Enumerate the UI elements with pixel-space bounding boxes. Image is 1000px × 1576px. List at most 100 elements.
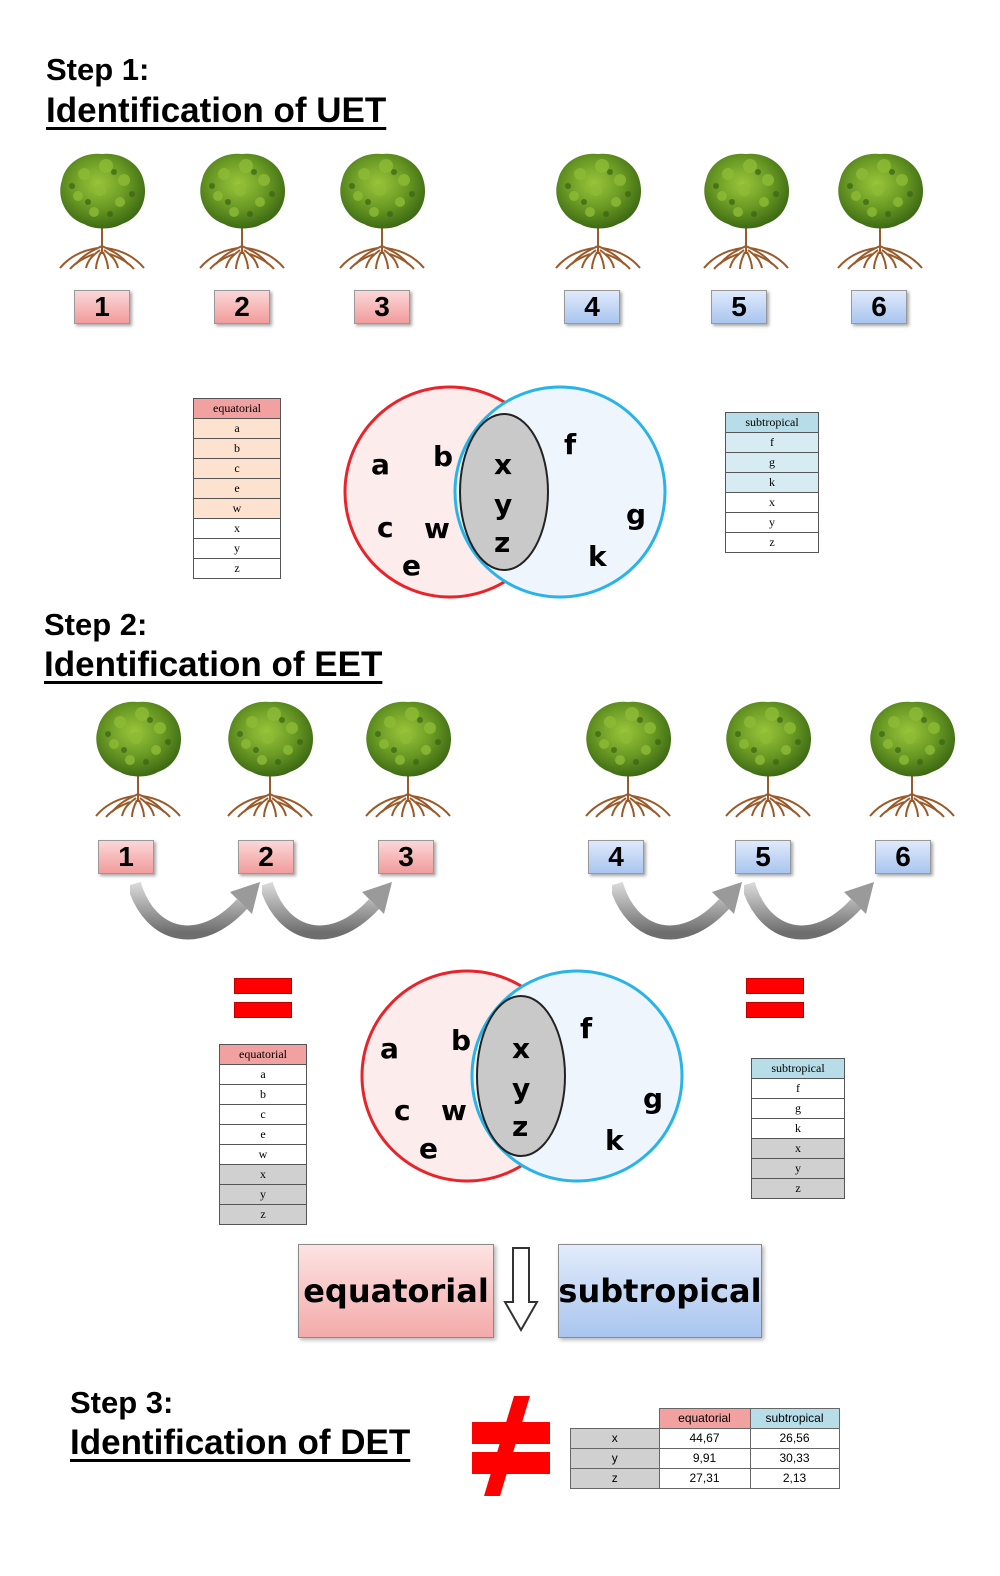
site-number-4: 4 <box>588 840 644 874</box>
table-cell: x <box>193 518 281 539</box>
equatorial-table: equatorial a b c e w x y z <box>219 1044 307 1225</box>
table-cell: w <box>193 498 281 519</box>
table-cell: b <box>219 1084 307 1105</box>
venn-label: g <box>643 1082 663 1115</box>
table-cell: g <box>725 452 819 473</box>
result-header-equatorial: equatorial <box>658 1408 751 1429</box>
tree-icon <box>222 698 318 820</box>
step1-title: Identification of UET <box>46 91 387 130</box>
site-number-5: 5 <box>711 290 767 324</box>
table-cell: 2,13 <box>749 1468 840 1489</box>
subtropical-table: subtropical f g k x y z <box>751 1058 845 1199</box>
venn-label: a <box>380 1032 399 1065</box>
equals-sign-icon <box>746 978 804 1018</box>
tree-icon <box>864 698 960 820</box>
table-cell: 26,56 <box>749 1428 840 1449</box>
venn-diagram: a b c w e x y z f g k <box>360 969 684 1183</box>
table-cell: y <box>751 1158 845 1179</box>
table-cell: a <box>219 1064 307 1085</box>
table-cell: c <box>219 1104 307 1125</box>
row-label: x <box>570 1428 660 1449</box>
site-number-6: 6 <box>875 840 931 874</box>
subtropical-table: subtropical f g k x y z <box>725 412 819 553</box>
table-row: z 27,31 2,13 <box>570 1468 840 1489</box>
table-cell: y <box>725 512 819 533</box>
table-cell: 27,31 <box>658 1468 751 1489</box>
row-label: y <box>570 1448 660 1469</box>
site-number-2: 2 <box>238 840 294 874</box>
table-cell: x <box>219 1164 307 1185</box>
venn-label: f <box>564 428 577 461</box>
site-number-5: 5 <box>735 840 791 874</box>
venn-label: f <box>580 1012 593 1045</box>
table-cell: x <box>725 492 819 513</box>
table-header: subtropical <box>725 412 819 433</box>
table-cell: e <box>219 1124 307 1145</box>
table-cell: w <box>219 1144 307 1165</box>
table-cell: x <box>751 1138 845 1159</box>
site-number-4: 4 <box>564 290 620 324</box>
step3-title: Identification of DET <box>70 1423 411 1462</box>
table-cell: f <box>725 432 819 453</box>
curved-arrow-icon <box>744 878 884 958</box>
result-header-subtropical: subtropical <box>749 1408 840 1429</box>
table-header: equatorial <box>219 1044 307 1065</box>
table-row: y 9,91 30,33 <box>570 1448 840 1469</box>
tree-icon <box>334 150 430 272</box>
equals-sign-icon <box>234 978 292 1018</box>
site-number-6: 6 <box>851 290 907 324</box>
tree-icon <box>580 698 676 820</box>
table-row: x 44,67 26,56 <box>570 1428 840 1449</box>
venn-label: z <box>512 1110 528 1143</box>
table-cell: g <box>751 1098 845 1119</box>
site-number-1: 1 <box>98 840 154 874</box>
venn-label: w <box>424 512 450 545</box>
step3-label: Step 3: <box>70 1385 174 1420</box>
step2-label: Step 2: <box>44 607 148 642</box>
tree-icon <box>550 150 646 272</box>
equatorial-box: equatorial <box>298 1244 494 1338</box>
not-equal-icon <box>472 1396 550 1496</box>
site-number-2: 2 <box>214 290 270 324</box>
site-number-3: 3 <box>354 290 410 324</box>
table-cell: 30,33 <box>749 1448 840 1469</box>
venn-label: y <box>494 488 512 521</box>
venn-label: z <box>494 526 510 559</box>
equatorial-table: equatorial a b c e w x y z <box>193 398 281 579</box>
tree-icon <box>54 150 150 272</box>
venn-label: w <box>441 1094 467 1127</box>
table-cell: y <box>219 1184 307 1205</box>
tree-icon <box>832 150 928 272</box>
table-cell: k <box>725 472 819 493</box>
curved-arrow-icon <box>612 878 752 958</box>
table-cell: z <box>193 558 281 579</box>
table-cell: k <box>751 1118 845 1139</box>
table-cell: z <box>725 532 819 553</box>
step2-title: Identification of EET <box>44 645 383 684</box>
venn-label: k <box>588 540 608 573</box>
table-cell: e <box>193 478 281 499</box>
venn-diagram: a b c w e x y z f g k <box>343 385 667 599</box>
venn-label: c <box>377 511 394 544</box>
down-arrow-icon <box>503 1247 539 1332</box>
table-cell: y <box>193 538 281 559</box>
site-number-1: 1 <box>74 290 130 324</box>
table-cell: 9,91 <box>658 1448 751 1469</box>
tree-icon <box>720 698 816 820</box>
tree-icon <box>194 150 290 272</box>
venn-label: c <box>394 1094 411 1127</box>
table-cell: z <box>219 1204 307 1225</box>
table-cell: c <box>193 458 281 479</box>
table-cell: f <box>751 1078 845 1099</box>
tree-icon <box>698 150 794 272</box>
venn-label: g <box>626 498 646 531</box>
tree-icon <box>360 698 456 820</box>
overlap-ellipse <box>459 413 549 571</box>
venn-label: b <box>433 440 453 473</box>
table-cell: 44,67 <box>658 1428 751 1449</box>
venn-label: e <box>419 1132 438 1165</box>
venn-label: a <box>371 448 390 481</box>
venn-label: y <box>512 1072 530 1105</box>
result-table: equatorial subtropical x 44,67 26,56 y 9… <box>570 1408 840 1489</box>
table-header: equatorial <box>193 398 281 419</box>
